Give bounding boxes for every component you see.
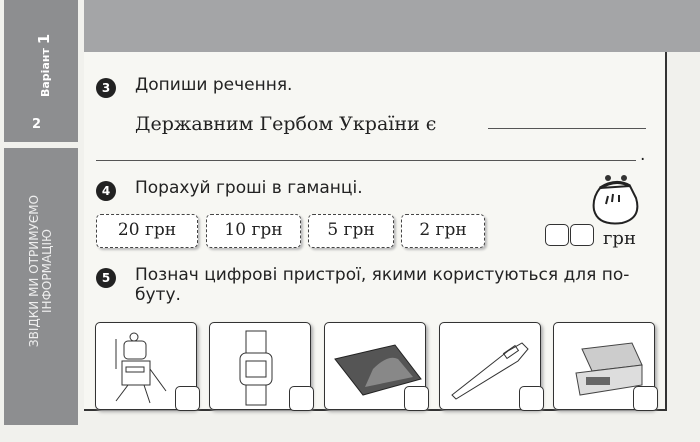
task3-instruction: Допиши речення.: [135, 75, 293, 95]
coin-card: 2 грн: [401, 214, 485, 248]
item-card-watch: [209, 322, 314, 411]
coin-card: 10 грн: [206, 214, 301, 248]
robot-icon: [115, 332, 167, 404]
item-card-tablet: [324, 322, 429, 411]
answer-box-tens[interactable]: [545, 224, 569, 246]
item-card-thermometer: [439, 322, 544, 411]
answer-line[interactable]: [96, 160, 636, 161]
page-number: 2: [32, 117, 42, 132]
task-number: 4: [96, 181, 116, 201]
watch-icon: [239, 330, 273, 406]
coin-card: 5 грн: [308, 214, 394, 248]
item-card-scale: [553, 322, 658, 411]
task-number: 5: [96, 268, 116, 288]
answer-box-ones[interactable]: [570, 224, 594, 246]
task4-instruction: Порахуй гроші в гаманці.: [135, 178, 363, 198]
coin-card: 20 грн: [96, 214, 198, 248]
thermometer-icon: [451, 342, 529, 400]
end-mark: .: [640, 145, 646, 165]
purse-icon: [592, 175, 639, 225]
checkbox[interactable]: [289, 386, 314, 411]
checkbox[interactable]: [519, 386, 544, 411]
checkbox[interactable]: [633, 386, 658, 411]
header-band: [84, 0, 700, 52]
checkbox[interactable]: [404, 386, 429, 411]
variant-label: Варіант 1: [35, 33, 53, 97]
task5-instruction: Познач цифрові пристрої, якими користуют…: [135, 265, 630, 305]
scale-icon: [575, 342, 643, 396]
tablet-icon: [334, 344, 422, 396]
task3-sentence: Державним Гербом України є: [135, 113, 437, 135]
variant-tab: Варіант 1 2: [4, 0, 78, 142]
answer-line[interactable]: [488, 128, 646, 129]
item-card-robot: [95, 322, 200, 411]
currency-label: грн: [603, 228, 636, 249]
checkbox[interactable]: [175, 386, 200, 411]
task-number: 3: [96, 78, 116, 98]
